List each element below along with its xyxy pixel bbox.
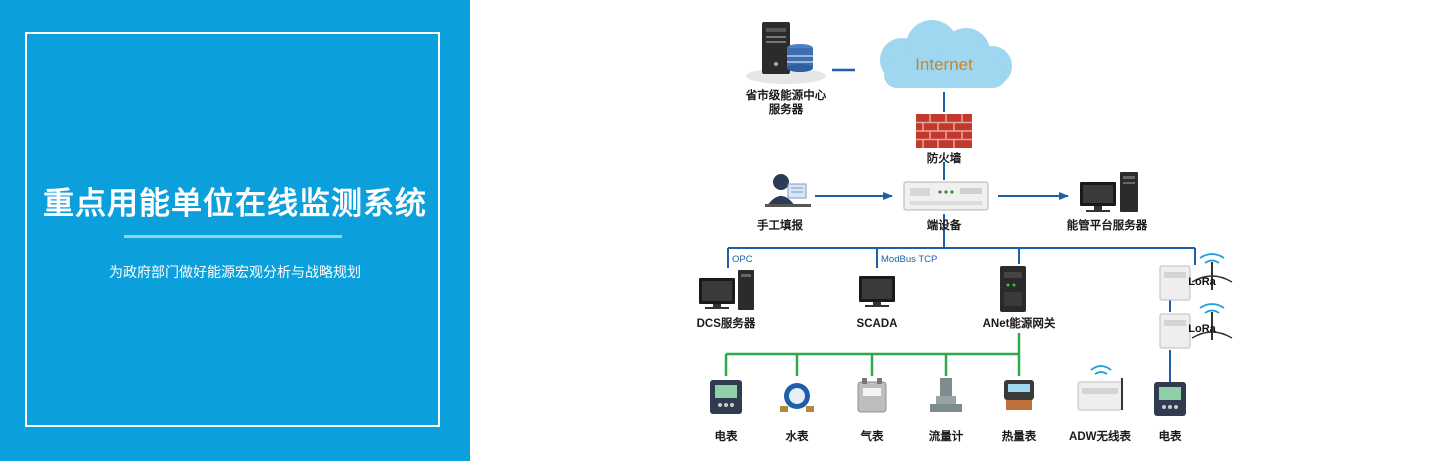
- lora-electric-meter-label: 电表: [1159, 429, 1182, 443]
- banner-frame: [25, 32, 440, 427]
- adw-wireless-meter-label: ADW无线表: [1069, 429, 1131, 443]
- system-architecture-diagram: 省市级能源中心 服务器 Internet 防火墙: [697, 20, 1233, 443]
- lora-module-icon-1: [1159, 253, 1233, 301]
- terminal-device-label: 端设备: [927, 218, 962, 232]
- opc-protocol-label: OPC: [732, 254, 753, 265]
- modbus-protocol-label: ModBus TCP: [881, 254, 937, 265]
- banner-divider: [124, 235, 342, 238]
- scada-label: SCADA: [857, 318, 898, 330]
- heat-meter-icon: [1004, 380, 1034, 410]
- lora-label-1: LoRa: [1188, 276, 1216, 288]
- banner-title: 重点用能单位在线监测系统: [43, 186, 427, 221]
- lora-label-2: LoRa: [1188, 323, 1216, 335]
- platform-server-icon: [1080, 172, 1138, 212]
- gateway-icon: [1000, 266, 1026, 312]
- lora-module-icon-2: [1159, 303, 1233, 349]
- water-meter-label: 水表: [786, 429, 809, 443]
- water-meter-icon: [780, 383, 814, 412]
- left-banner-panel: 重点用能单位在线监测系统 为政府部门做好能源宏观分析与战略规划: [0, 0, 470, 461]
- manual-entry-label: 手工填报: [757, 218, 803, 232]
- electric-meter-label: 电表: [715, 429, 738, 443]
- gas-meter-label: 气表: [860, 429, 884, 443]
- gas-meter-icon: [857, 378, 887, 413]
- provincial-server-icon: [746, 22, 826, 84]
- person-icon: [765, 174, 811, 207]
- flow-meter-label: 流量计: [929, 429, 964, 443]
- scada-icon: [859, 276, 895, 307]
- lora-electric-meter-icon: [1154, 382, 1186, 416]
- provincial-server-label-1: 省市级能源中心: [745, 88, 827, 102]
- gateway-label: ANet能源网关: [983, 316, 1056, 330]
- electric-meter-icon: [710, 380, 742, 414]
- adw-wireless-meter-icon: [1077, 365, 1123, 411]
- internet-label: Internet: [915, 55, 973, 74]
- flow-meter-icon: [930, 378, 962, 412]
- internet-cloud-icon: [880, 20, 1012, 88]
- platform-server-label: 能管平台服务器: [1067, 218, 1148, 232]
- firewall-label: 防火墙: [927, 151, 962, 165]
- dcs-server-icon: [699, 270, 754, 310]
- connection-lines: [724, 68, 1196, 382]
- firewall-icon: [916, 114, 972, 148]
- heat-meter-label: 热量表: [1002, 429, 1037, 443]
- dcs-server-label: DCS服务器: [697, 316, 756, 330]
- provincial-server-label-2: 服务器: [769, 102, 804, 116]
- terminal-device-icon: [903, 181, 989, 211]
- banner-subtitle: 为政府部门做好能源宏观分析与战略规划: [109, 264, 361, 280]
